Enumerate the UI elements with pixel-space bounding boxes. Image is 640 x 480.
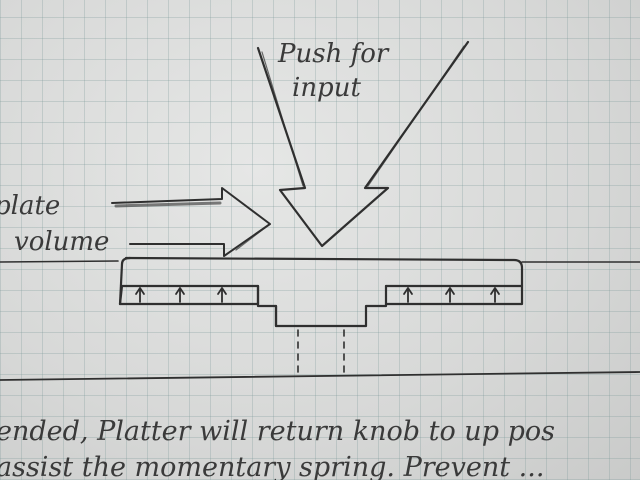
- divider-line-bottom: [0, 371, 640, 381]
- note-line-1: ended, Platter will return knob to up po…: [0, 416, 555, 447]
- note-line-2: assist the momentary spring. Prevent ...: [0, 452, 544, 480]
- label-plate: plate: [0, 191, 60, 221]
- shaft-dashes: [297, 329, 345, 377]
- label-push-for: Push for: [277, 39, 390, 69]
- label-input: input: [292, 73, 361, 103]
- label-volume: volume: [14, 227, 109, 257]
- spring-arrows: [135, 287, 500, 303]
- push-arrow: [256, 40, 470, 248]
- side-arrow: [111, 187, 271, 257]
- divider-line-top: [0, 260, 640, 263]
- platter-shape: [118, 256, 524, 328]
